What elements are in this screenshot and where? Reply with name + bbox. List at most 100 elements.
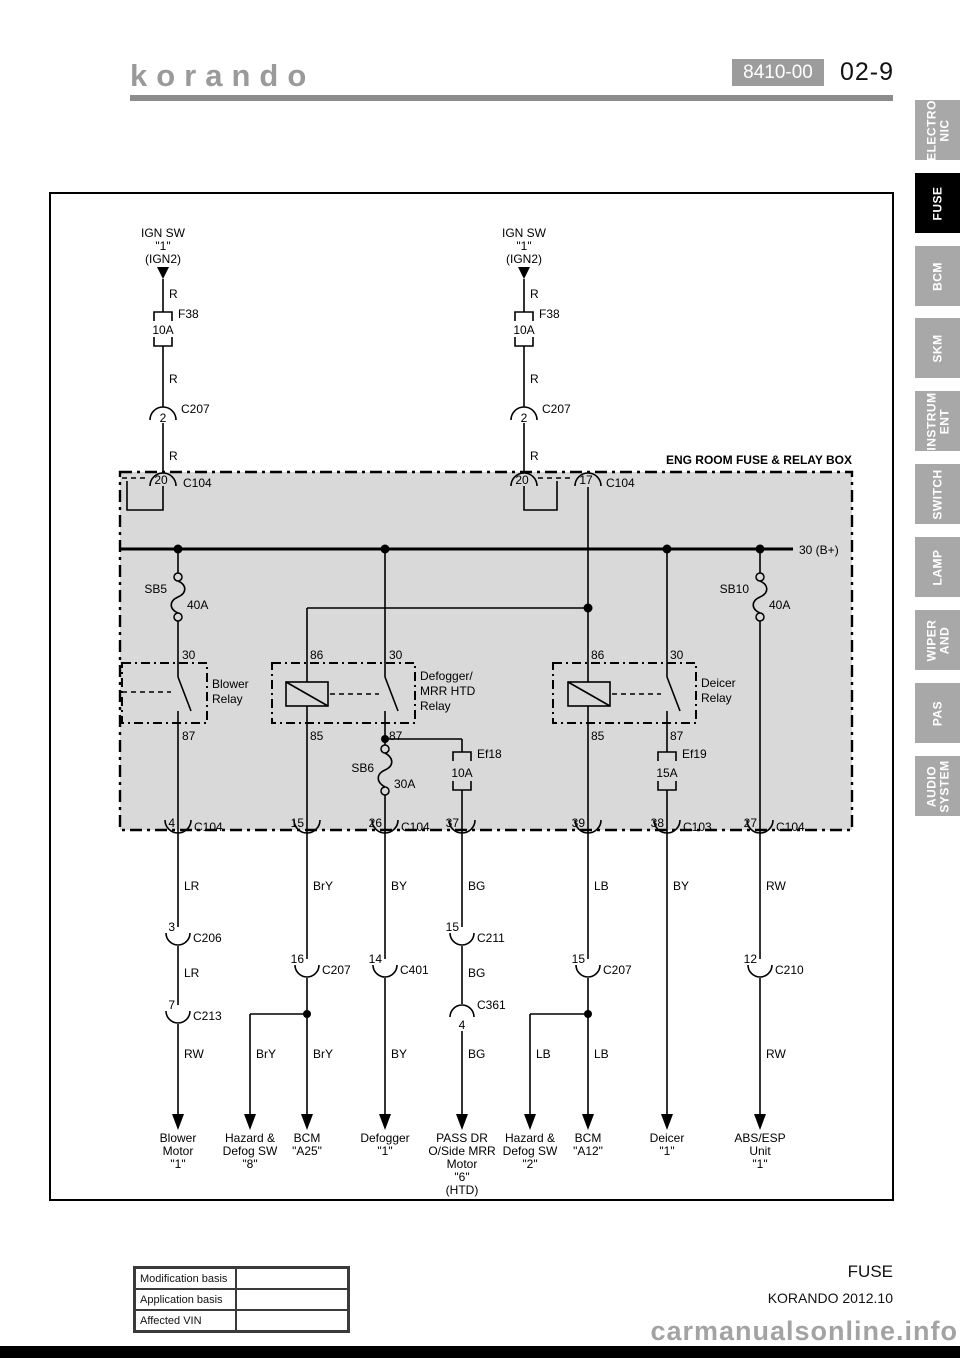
relay-coil-icon: [567, 681, 611, 707]
svg-text:R: R: [530, 372, 539, 386]
svg-text:C206: C206: [193, 931, 222, 945]
svg-text:12: 12: [744, 952, 758, 966]
defogger-mrr-htd-relay: 86 30 85 87 Defogger/ MRR HTD Relay: [271, 648, 476, 743]
table-row-value: [236, 1310, 348, 1331]
fuse-terminal-icon: [755, 572, 765, 582]
svg-text:10A: 10A: [513, 323, 534, 337]
destination-label: ABS/ESP: [734, 1131, 785, 1145]
svg-text:LR: LR: [184, 879, 200, 893]
tab-bcm: BCM: [915, 246, 960, 306]
svg-text:(IGN2): (IGN2): [506, 252, 542, 266]
ign-feed-left: IGN SW "1" (IGN2) R F38 10A R 2 C207 R: [141, 226, 210, 473]
svg-text:7: 7: [168, 998, 175, 1012]
fuse-terminal-icon: [380, 744, 390, 754]
svg-text:26: 26: [369, 816, 383, 830]
destination-label: Defogger: [360, 1131, 409, 1145]
slow-blow-fuse-icon: [170, 580, 186, 614]
svg-text:15A: 15A: [656, 766, 677, 780]
destination-label: "6": [454, 1170, 469, 1184]
svg-text:37: 37: [446, 816, 460, 830]
svg-text:Deicer: Deicer: [701, 676, 736, 690]
korando-logo: korando: [130, 58, 316, 93]
connector-icon: [449, 932, 475, 946]
circuit-column-bcm-a12: LB 15 C207 LB LB Hazard & Defog SW "2" B…: [503, 833, 632, 1171]
svg-text:F38: F38: [178, 307, 199, 321]
relay-switch-icon: [384, 676, 399, 712]
svg-text:BG: BG: [468, 966, 485, 980]
fuse-icon: [153, 337, 173, 347]
connector-icon: [372, 964, 398, 978]
svg-text:30A: 30A: [394, 777, 415, 791]
watermark: carmanualsonline.info: [650, 1316, 958, 1346]
svg-text:R: R: [169, 287, 178, 301]
connector-icon: [574, 472, 602, 487]
destination-label: Deicer: [650, 1131, 685, 1145]
destination-label: "8": [242, 1157, 257, 1171]
svg-text:40A: 40A: [187, 598, 208, 612]
arrow-down-icon: [524, 1114, 536, 1130]
fuse-icon: [452, 751, 472, 761]
svg-text:Relay: Relay: [420, 699, 451, 713]
fuse-terminal-icon: [173, 572, 183, 582]
svg-text:27: 27: [744, 816, 758, 830]
svg-text:C103: C103: [683, 820, 712, 834]
destination-label: Defog SW: [223, 1144, 278, 1158]
svg-text:C207: C207: [181, 402, 210, 416]
connector-icon: [165, 932, 191, 946]
tab-fuse: FUSE: [915, 173, 960, 233]
svg-text:C104: C104: [606, 476, 635, 490]
destination-label: BCM: [294, 1131, 321, 1145]
svg-text:87: 87: [389, 729, 403, 743]
connector-icon: [575, 964, 601, 978]
relay-box: [271, 662, 416, 724]
svg-text:LB: LB: [536, 1047, 551, 1061]
fuse-icon: [514, 337, 534, 347]
svg-text:IGN SW: IGN SW: [141, 226, 186, 240]
svg-text:Relay: Relay: [701, 691, 732, 705]
circuit-column-bcm-a25: BrY 16 C207 BrY BrY Hazard & Defog SW "8…: [223, 833, 351, 1171]
svg-text:C213: C213: [193, 1009, 222, 1023]
svg-text:BG: BG: [468, 879, 485, 893]
svg-text:85: 85: [591, 729, 605, 743]
svg-text:30: 30: [670, 648, 684, 662]
table-row-value: [236, 1289, 348, 1310]
svg-text:14: 14: [369, 952, 383, 966]
blower-relay: 30 87 Blower Relay: [121, 648, 249, 743]
svg-text:85: 85: [310, 729, 324, 743]
tab-switch: SWITCH: [915, 464, 960, 524]
svg-text:39: 39: [572, 816, 586, 830]
box-exit-wires: [177, 723, 589, 833]
tab-lamp: LAMP: [915, 537, 960, 597]
revision-table: Modification basis Application basis Aff…: [133, 1266, 350, 1333]
deicer-relay: 86 30 85 87 Deicer Relay: [552, 648, 736, 743]
svg-text:SB10: SB10: [720, 582, 750, 596]
svg-text:R: R: [169, 449, 178, 463]
destination-label: "1": [752, 1157, 767, 1171]
svg-text:LB: LB: [594, 1047, 609, 1061]
slow-blow-fuse-icon: [752, 580, 768, 614]
svg-text:SB5: SB5: [144, 582, 167, 596]
destination-label: "A12": [573, 1144, 603, 1158]
connector-icon: [510, 406, 538, 421]
table-row: Application basis: [135, 1289, 348, 1310]
destination-label: Blower: [160, 1131, 197, 1145]
svg-text:C104: C104: [183, 476, 212, 490]
svg-text:LR: LR: [184, 966, 200, 980]
relay-coil-icon: [567, 681, 611, 707]
fuse-sb10: SB10 40A: [720, 549, 790, 833]
destination-label: BCM: [575, 1131, 602, 1145]
svg-text:R: R: [530, 449, 539, 463]
svg-text:R: R: [169, 372, 178, 386]
svg-text:30: 30: [389, 648, 403, 662]
feed-arrow-icon: [518, 267, 530, 279]
relay-box: [121, 662, 208, 724]
bus-label: 30 (B+): [799, 543, 839, 557]
table-row-value: [236, 1268, 348, 1289]
circuit-column-deicer: BY Deicer "1": [650, 833, 689, 1158]
fuse-ef19: Ef19 15A: [656, 723, 707, 833]
svg-text:C207: C207: [542, 402, 571, 416]
box-entry-connectors: 20 C104 20 17 C104: [122, 472, 635, 511]
arrow-down-icon: [456, 1114, 468, 1130]
page-number: 02-9: [840, 58, 895, 86]
